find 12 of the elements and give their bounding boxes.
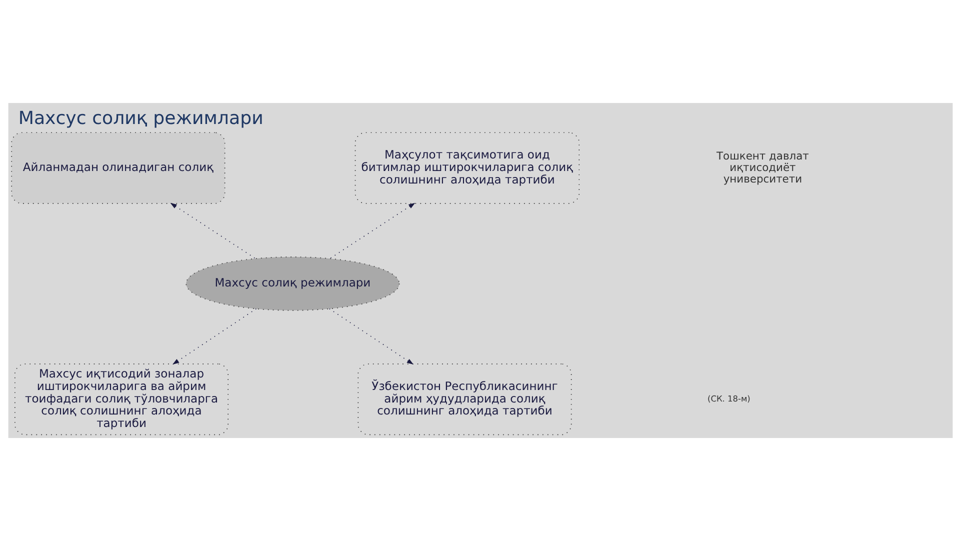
- node-box: Маҳсулот тақсимотига оид битимлар иштирокчиларига солиқ солишнинг алоҳида тартиби: [354, 132, 580, 204]
- arrow: [172, 308, 257, 364]
- arrow: [170, 202, 256, 258]
- node-box: Махсус иқтисодий зоналар иштирокчиларига ва айрим тоифадаги солиқ тўловчиларга солиқ солишнинг алоҳида тартиби: [14, 363, 229, 435]
- node-box: Айланмадан олинадиган солиқ: [11, 132, 226, 204]
- label: (СК. 18-м): [708, 392, 750, 403]
- node-ellipse: Махсус солиқ режимлари: [186, 256, 400, 310]
- arrow: [330, 202, 416, 258]
- node-box: Ўзбекистон Республикасининг айрим ҳудудларида солиқ солишнинг алоҳида тартиби: [358, 363, 572, 435]
- diagram-title: Махсус солиқ режимлари: [18, 108, 264, 129]
- arrow: [329, 308, 414, 364]
- label: Тошкент давлат иқтисодиёт университети: [716, 148, 809, 185]
